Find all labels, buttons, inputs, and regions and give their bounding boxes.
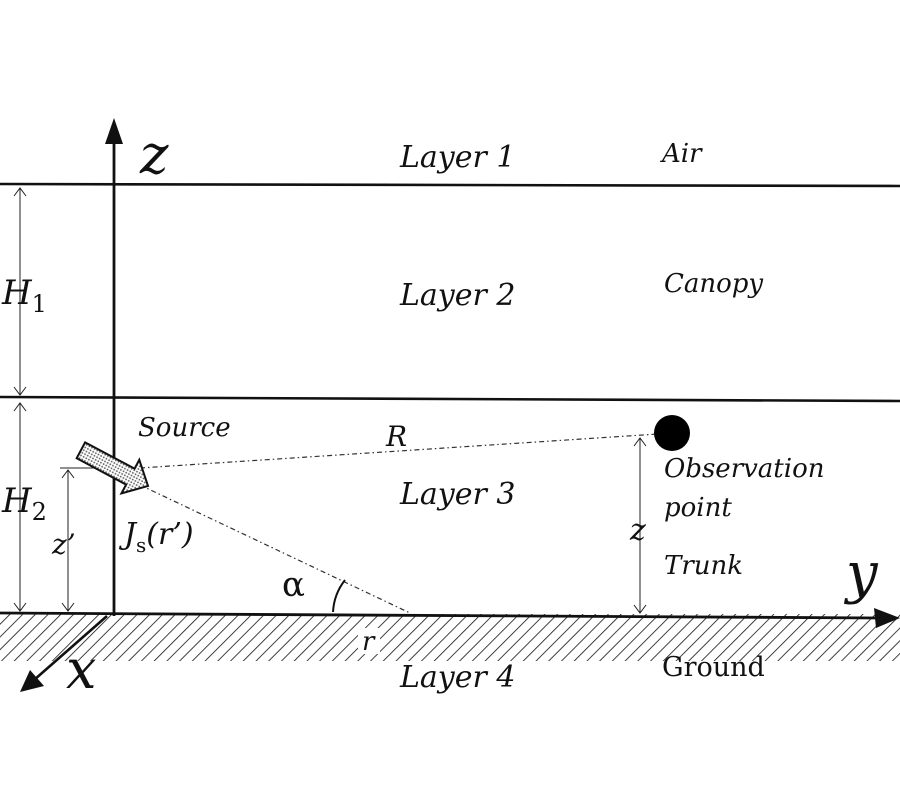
layer2-label: Layer 2 (399, 278, 515, 313)
air-label: Air (660, 139, 703, 169)
y-axis-label: y (843, 541, 879, 606)
h2-subscript: 2 (32, 498, 47, 526)
x-axis-arrowhead (20, 670, 44, 692)
source-current-label: Js(r’) (118, 517, 194, 557)
h1-label: H1 (1, 273, 47, 318)
layer4-label: Layer 4 (399, 660, 515, 695)
y-axis-arrowhead (874, 608, 900, 628)
alpha-angle-arc (332, 579, 346, 613)
observation-label-line2: point (664, 493, 732, 523)
layer3-label: Layer 3 (399, 477, 515, 512)
x-axis-label: x (66, 638, 96, 701)
y-axis-line (0, 611, 881, 620)
trunk-label: Trunk (664, 551, 743, 581)
layer1-label: Layer 1 (399, 140, 515, 175)
h2-label: H2 (1, 481, 47, 526)
z-prime-label: z’ (51, 528, 76, 561)
source-label: Source (138, 413, 231, 443)
r-label-backing (358, 628, 380, 654)
r-label: r (362, 627, 376, 657)
z-height-label: z (629, 513, 646, 548)
observation-label-line1: Observation (664, 454, 824, 484)
interface-canopy-trunk (0, 395, 900, 403)
interface-air-canopy (0, 182, 900, 188)
alpha-label: α (282, 565, 305, 605)
ground-label: Ground (662, 652, 765, 683)
source-current-arrow (75, 441, 150, 495)
source-current-argument: (r’) (146, 517, 193, 552)
z-axis-arrowhead (105, 118, 123, 144)
r-distance-label: R (385, 420, 407, 453)
ground-hatching (0, 614, 900, 661)
z-axis-label: z (139, 123, 169, 186)
observation-point-marker (654, 415, 690, 451)
h1-subscript: 1 (32, 290, 47, 318)
source-current-subscript: s (136, 533, 146, 557)
x-axis-line (33, 615, 108, 681)
canopy-label: Canopy (664, 269, 763, 299)
